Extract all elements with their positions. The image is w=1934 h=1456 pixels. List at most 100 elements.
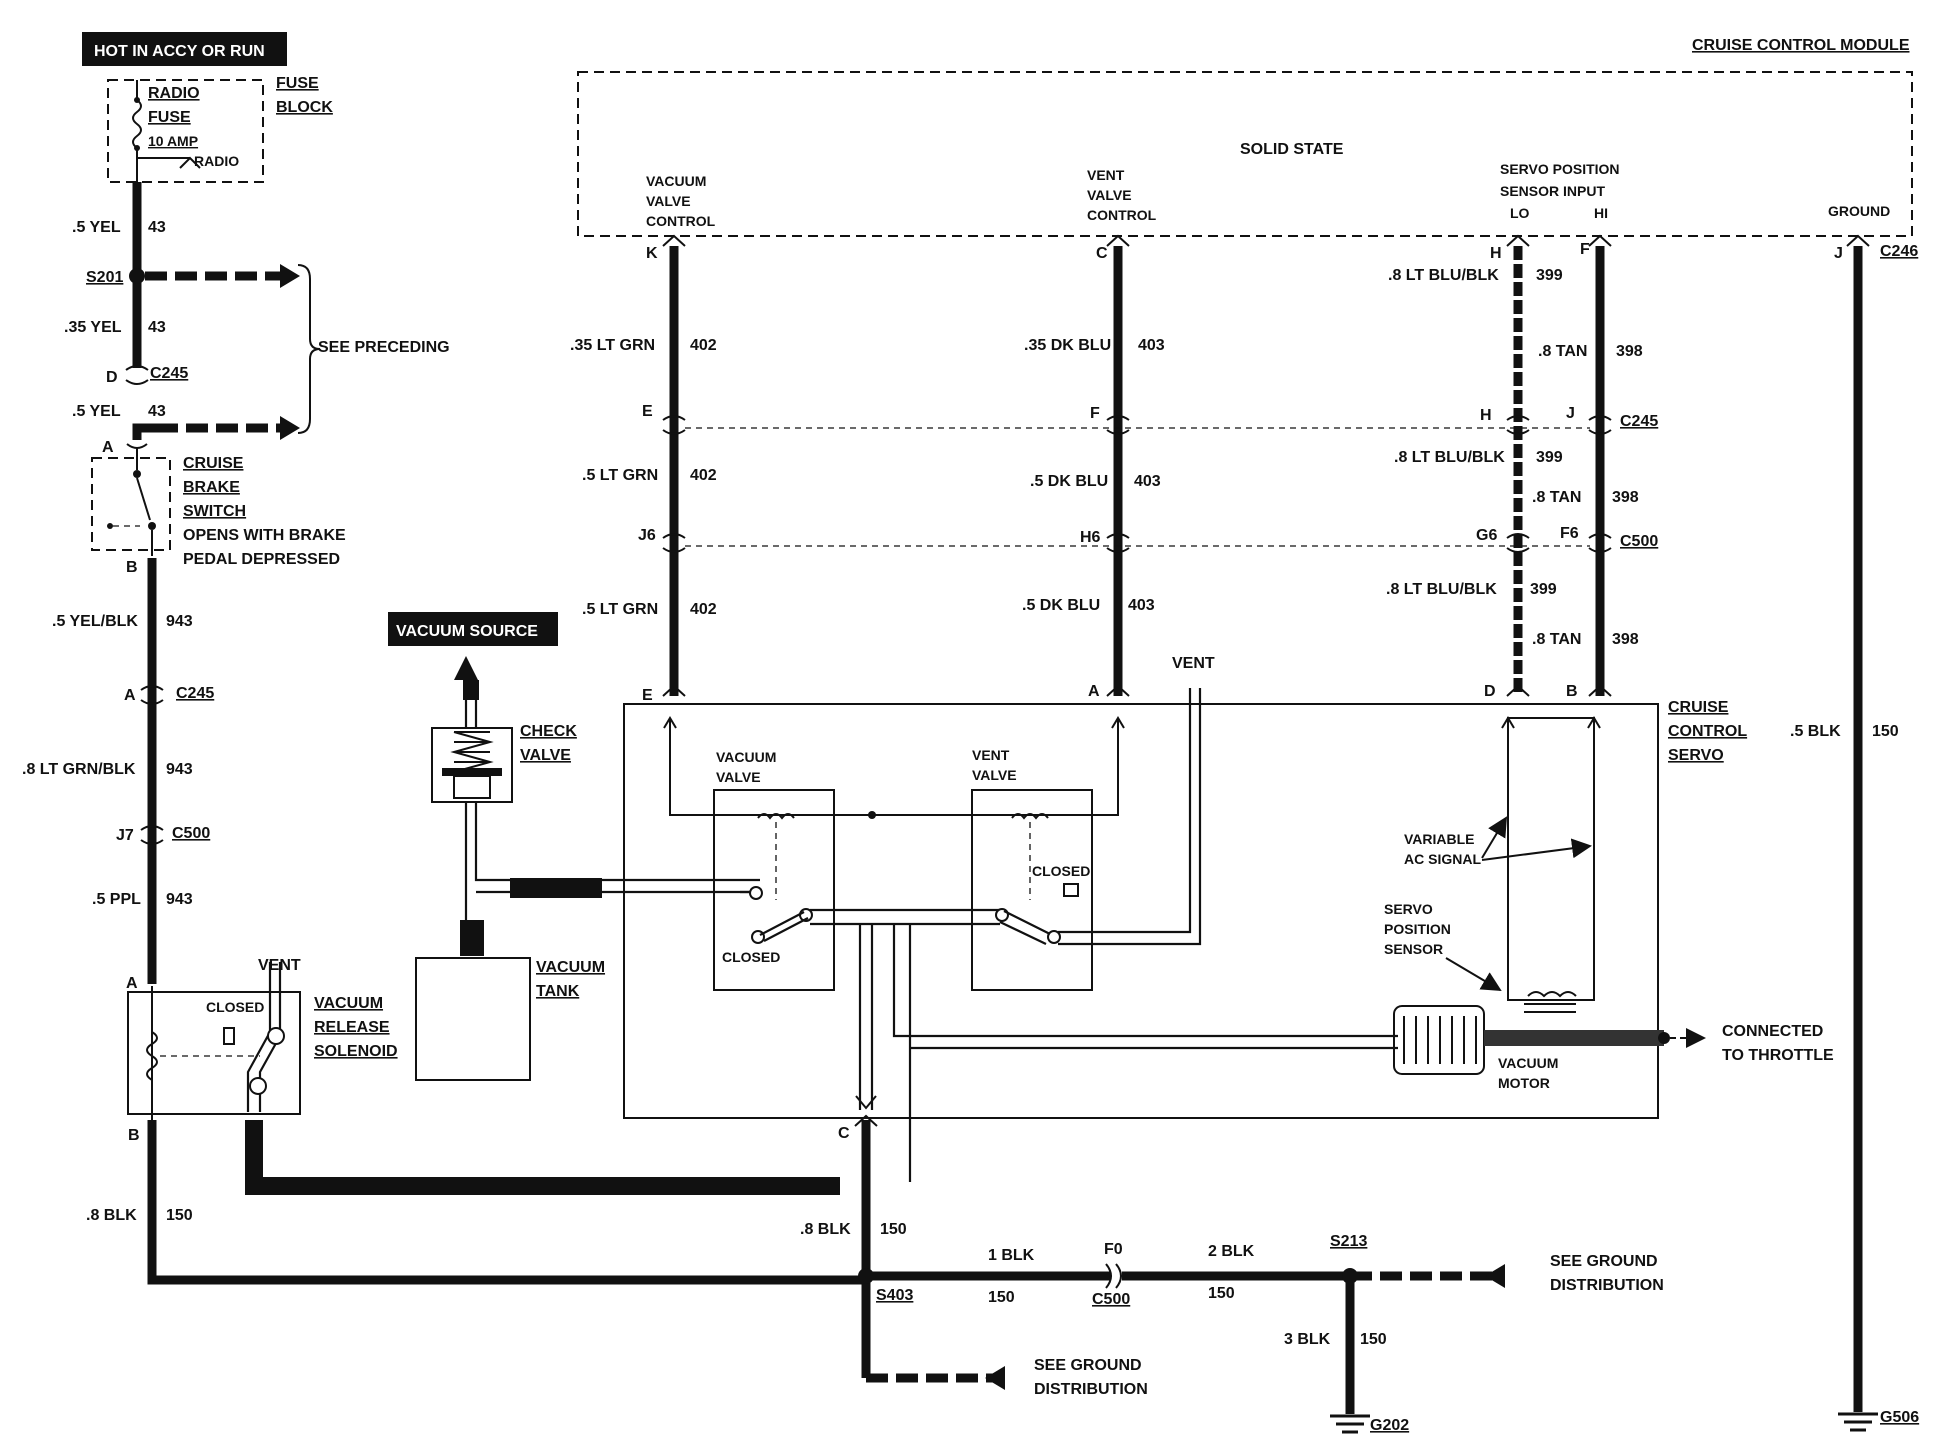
- vacuum-ctrl-label-1: VACUUM: [646, 173, 706, 189]
- hi-connector-c500: C500: [1620, 533, 1658, 550]
- servo-vent-label: VENT: [1172, 655, 1215, 672]
- pin-d-label: D: [106, 369, 118, 386]
- cruise-brake-switch: CRUISE BRAKE SWITCH OPENS WITH BRAKE PED…: [91, 443, 346, 576]
- vent-wire-label-3: .5 DK BLU: [1022, 597, 1100, 614]
- brake-switch-label-5: PEDAL DEPRESSED: [183, 551, 340, 568]
- servo-title-1: CRUISE: [1668, 699, 1729, 716]
- gnd-circuit-label-4: 150: [1360, 1331, 1387, 1348]
- vent-pin-f: F: [1090, 405, 1100, 422]
- lo-pin-h: H: [1490, 245, 1502, 262]
- pin-a2-label: A: [124, 687, 136, 704]
- fuse-radio-label: RADIO: [148, 85, 200, 102]
- vac-pin-e2: E: [642, 687, 653, 704]
- vac-circuit-label-2: 402: [690, 467, 717, 484]
- circuit-label-c1: 43: [148, 219, 166, 236]
- servo-title-2: CONTROL: [1668, 723, 1747, 740]
- solenoid-vent-label: VENT: [258, 957, 301, 974]
- vacuum-tank-label-2: TANK: [536, 983, 580, 1000]
- vent-pin-c: C: [1096, 245, 1108, 262]
- gnd-connector-c500: C500: [1092, 1291, 1130, 1308]
- ground-g506-icon: [1838, 1412, 1878, 1432]
- cruise-control-servo: CRUISE CONTROL SERVO VACUUM VALVE CLOSED…: [623, 655, 1834, 1182]
- brake-switch-label-1: CRUISE: [183, 455, 244, 472]
- servo-hi-wire: F .8 TAN 398 J C245 .8 TAN 398 F6 C500 .…: [1532, 234, 1658, 700]
- fuse-radio-tap-label: RADIO: [194, 153, 239, 169]
- splice-s213-label: S213: [1330, 1233, 1367, 1250]
- fuse-block-label-2: BLOCK: [276, 99, 333, 116]
- vent-circuit-label-2: 403: [1134, 473, 1161, 490]
- gnd-wire-label-3: 2 BLK: [1208, 1243, 1255, 1260]
- vent-wire-label-1: .35 DK BLU: [1024, 337, 1111, 354]
- gnd-circuit-label-1: 150: [880, 1221, 907, 1238]
- circuit-label-c7: 150: [166, 1207, 193, 1224]
- vent-pin-h6: H6: [1080, 529, 1101, 546]
- hi-circuit-label-1: 398: [1616, 343, 1643, 360]
- wire-label-w3: .5 YEL: [72, 403, 121, 420]
- splice-s403-label: S403: [876, 1287, 913, 1304]
- servo-position-sensor-body: [1507, 717, 1595, 1001]
- circuit-label-c5: 943: [166, 761, 193, 778]
- see-ground-bottom-2: DISTRIBUTION: [1034, 1381, 1148, 1398]
- splice-s201-dot: [129, 268, 145, 284]
- vacuum-source-label: VACUUM SOURCE: [396, 623, 538, 640]
- throttle-label-2: TO THROTTLE: [1722, 1047, 1834, 1064]
- see-ground-bottom-1: SEE GROUND: [1034, 1357, 1142, 1374]
- solenoid-vacuum-hose: [245, 1120, 840, 1195]
- vacuum-source-arrow-icon: [454, 656, 478, 680]
- ground-g506-label: G506: [1880, 1409, 1919, 1426]
- hi-wire-label-3: .8 TAN: [1532, 631, 1581, 648]
- servo-lo-label: LO: [1510, 205, 1530, 221]
- vent-valve-label-2: VALVE: [972, 767, 1017, 783]
- check-valve-spring-icon: [450, 731, 494, 773]
- vent-ctrl-label-3: CONTROL: [1087, 207, 1157, 223]
- hi-pin-f: F: [1580, 241, 1590, 258]
- vacuum-valve-label-1: VACUUM: [716, 749, 776, 765]
- lo-circuit-label-3: 399: [1530, 581, 1557, 598]
- servo-sensor-label-1: SERVO: [1384, 901, 1433, 917]
- pin-a-label: A: [102, 439, 114, 456]
- connector-c245-label: C245: [150, 365, 188, 382]
- vent-valve-label-1: VENT: [972, 747, 1010, 763]
- vent-circuit-label-3: 403: [1128, 597, 1155, 614]
- hi-pin-j: J: [1566, 405, 1575, 422]
- circuit-label-c2: 43: [148, 319, 166, 336]
- wire-label-w7: .8 BLK: [86, 1207, 137, 1224]
- power-source-box: HOT IN ACCY OR RUN: [82, 32, 287, 66]
- pin-a3-label: A: [126, 975, 138, 992]
- vacuum-source: VACUUM SOURCE: [388, 612, 558, 728]
- left-lower-circuit: .5 YEL/BLK 943 A C245 .8 LT GRN/BLK 943 …: [22, 558, 214, 992]
- wire-label-w5: .8 LT GRN/BLK: [22, 761, 136, 778]
- check-valve-label-2: VALVE: [520, 747, 571, 764]
- vent-ctrl-label-1: VENT: [1087, 167, 1125, 183]
- servo-pin-c: C: [838, 1125, 850, 1142]
- vacuum-control-wire: K .35 LT GRN 402 E .5 LT GRN 402 J6 .5 L…: [570, 234, 717, 704]
- vac-circuit-label-3: 402: [690, 601, 717, 618]
- solenoid-closed-label: CLOSED: [206, 999, 264, 1015]
- circuit-label-c3: 43: [148, 403, 166, 420]
- vent-control-wire: C .35 DK BLU 403 F .5 DK BLU 403 H6 .5 D…: [1022, 234, 1165, 700]
- see-ground-right-1: SEE GROUND: [1550, 1253, 1658, 1270]
- throttle-label-1: CONNECTED: [1722, 1023, 1823, 1040]
- fuse-block: RADIO FUSE 10 AMP RADIO FUSE BLOCK: [107, 75, 333, 183]
- solenoid-label-3: SOLENOID: [314, 1043, 398, 1060]
- see-preceding-label: SEE PRECEDING: [318, 339, 450, 356]
- fuse-amp-label: 10 AMP: [148, 133, 198, 149]
- servo-lo-wire: H .8 LT BLU/BLK 399 H .8 LT BLU/BLK 399 …: [1386, 234, 1563, 700]
- vent-wire-label-2: .5 DK BLU: [1030, 473, 1108, 490]
- vacuum-release-solenoid: CLOSED VENT VACUUM RELEASE SOLENOID B .8…: [86, 957, 398, 1224]
- vac-pin-j6: J6: [638, 527, 656, 544]
- pin-j7-label: J7: [116, 827, 134, 844]
- servo-sensor-label-2: POSITION: [1384, 921, 1451, 937]
- hi-pin-b: B: [1566, 683, 1578, 700]
- module-ground-label: GROUND: [1828, 203, 1890, 219]
- solenoid-label-1: VACUUM: [314, 995, 383, 1012]
- brake-switch-label-4: OPENS WITH BRAKE: [183, 527, 346, 544]
- hi-wire-label-1: .8 TAN: [1538, 343, 1587, 360]
- vacuum-tank-label-1: VACUUM: [536, 959, 605, 976]
- wire-label-w6: .5 PPL: [92, 891, 141, 908]
- wire-label-w4: .5 YEL/BLK: [52, 613, 138, 630]
- wire-label-w2: .35 YEL: [64, 319, 122, 336]
- module-title: CRUISE CONTROL MODULE: [1692, 37, 1910, 54]
- vacuum-motor-label-2: MOTOR: [1498, 1075, 1550, 1091]
